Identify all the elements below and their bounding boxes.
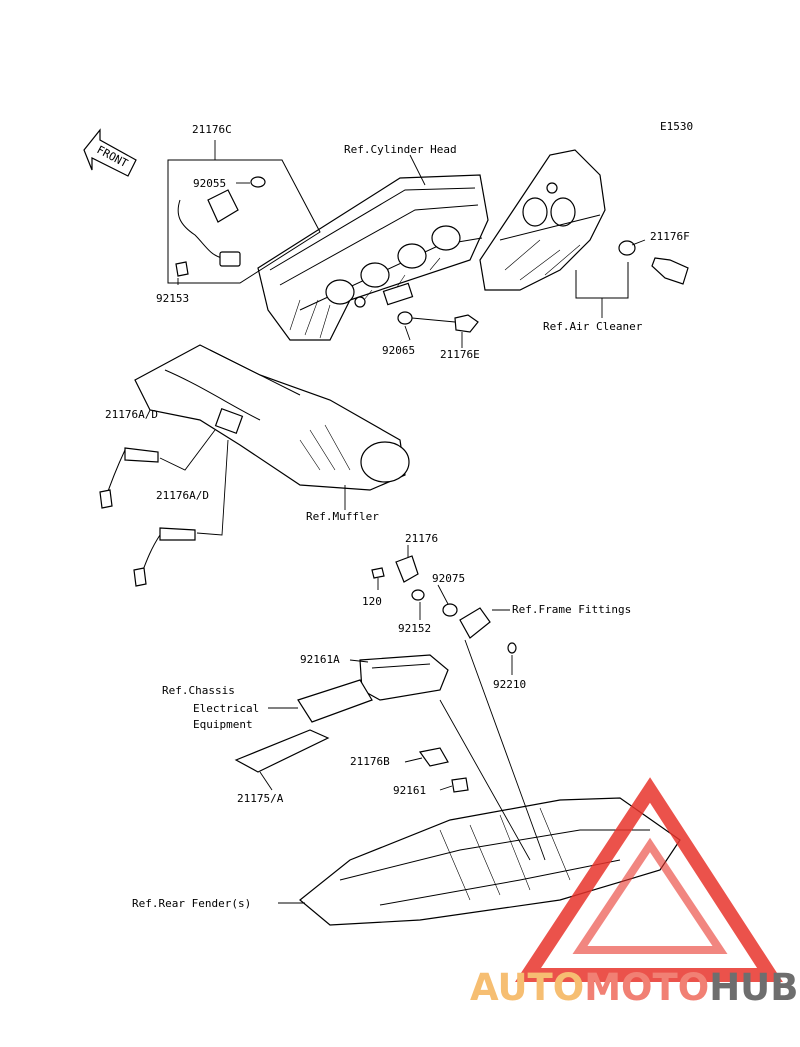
label-ref-chassis-1: Ref.Chassis bbox=[162, 684, 235, 697]
label-92065: 92065 bbox=[382, 344, 415, 357]
front-arrow-icon: FRONT bbox=[83, 128, 137, 177]
label-21176: 21176 bbox=[405, 532, 438, 545]
label-21176AD-upper: 21176A/D bbox=[105, 408, 158, 421]
leader-lines bbox=[177, 140, 646, 904]
sensor-21176E bbox=[397, 311, 479, 333]
label-ref-chassis-2: Electrical bbox=[193, 702, 259, 715]
air-cleaner-drawing bbox=[479, 149, 606, 291]
sensor-21176C bbox=[167, 159, 321, 284]
diagram-code: E1530 bbox=[660, 120, 693, 133]
label-ref-frame-fittings: Ref.Frame Fittings bbox=[512, 603, 631, 616]
o2-sensor-lower bbox=[133, 439, 229, 587]
label-92153: 92153 bbox=[156, 292, 189, 305]
automotohub-logo: AUTOMOTOHUB bbox=[470, 777, 798, 1009]
sensor-21176-group bbox=[371, 555, 517, 654]
svg-text:AUTOMOTOHUB: AUTOMOTOHUB bbox=[470, 966, 798, 1009]
label-120: 120 bbox=[362, 595, 382, 608]
label-21175A: 21175/A bbox=[237, 792, 284, 805]
logo-text-hub: HUB bbox=[709, 966, 798, 1009]
logo-text-moto: MOTO bbox=[584, 966, 709, 1009]
label-ref-rear-fender: Ref.Rear Fender(s) bbox=[132, 897, 251, 910]
o2-sensor-upper bbox=[99, 429, 216, 509]
ecu-bracket-drawing bbox=[234, 654, 469, 793]
label-92075: 92075 bbox=[432, 572, 465, 585]
part-labels: 21176C 92055 92153 Ref.Cylinder Head 211… bbox=[105, 123, 690, 910]
label-21176B: 21176B bbox=[350, 755, 390, 768]
label-92152: 92152 bbox=[398, 622, 431, 635]
muffler-drawing bbox=[134, 344, 410, 491]
label-92210: 92210 bbox=[493, 678, 526, 691]
label-21176C: 21176C bbox=[192, 123, 232, 136]
label-21176E: 21176E bbox=[440, 348, 480, 361]
label-92055: 92055 bbox=[193, 177, 226, 190]
sensor-21176F bbox=[575, 240, 689, 299]
label-ref-air-cleaner: Ref.Air Cleaner bbox=[543, 320, 643, 333]
logo-text-auto: AUTO bbox=[470, 966, 584, 1009]
label-ref-cylinder-head: Ref.Cylinder Head bbox=[344, 143, 457, 156]
label-21176AD-lower: 21176A/D bbox=[156, 489, 209, 502]
label-92161: 92161 bbox=[393, 784, 426, 797]
label-ref-muffler: Ref.Muffler bbox=[306, 510, 379, 523]
label-21176F: 21176F bbox=[650, 230, 690, 243]
cylinder-head-drawing bbox=[257, 174, 489, 341]
label-ref-chassis-3: Equipment bbox=[193, 718, 253, 731]
label-92161A: 92161A bbox=[300, 653, 340, 666]
